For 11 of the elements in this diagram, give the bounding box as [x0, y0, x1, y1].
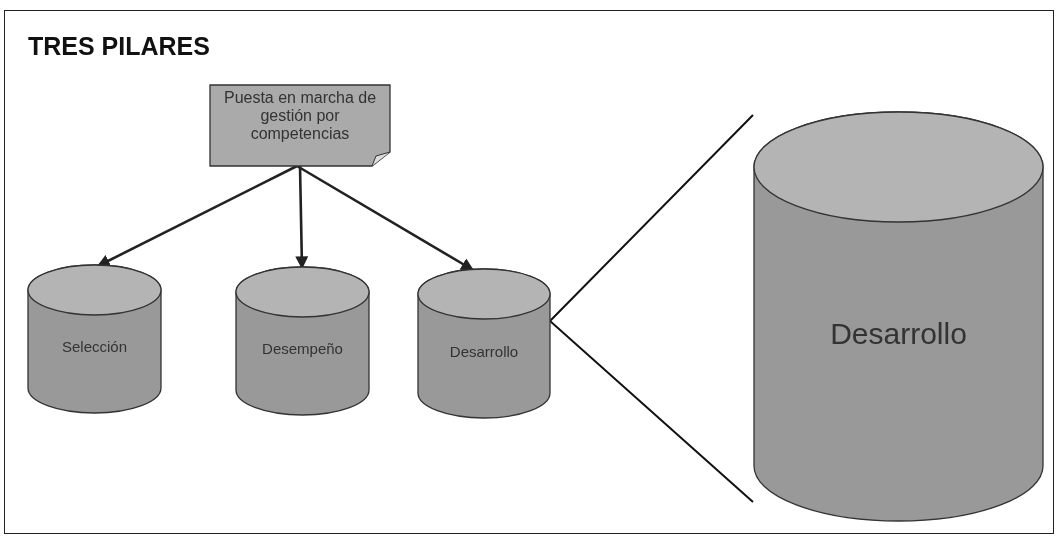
cylinder-node: [418, 269, 550, 418]
cylinder-node: [754, 112, 1043, 521]
cylinder-label: Desarrollo: [448, 343, 520, 360]
cylinder-label: Desempeño: [261, 341, 344, 358]
cylinder-node: [236, 267, 369, 415]
cylinder-node: [28, 265, 161, 413]
cylinder-label: Desarrollo: [829, 316, 968, 350]
diagram-title: TRES PILARES: [28, 32, 210, 61]
note-box: [210, 85, 390, 166]
cylinder-label: Selección: [60, 339, 128, 356]
note-text: Puesta en marcha de gestión por competencias: [222, 89, 378, 143]
